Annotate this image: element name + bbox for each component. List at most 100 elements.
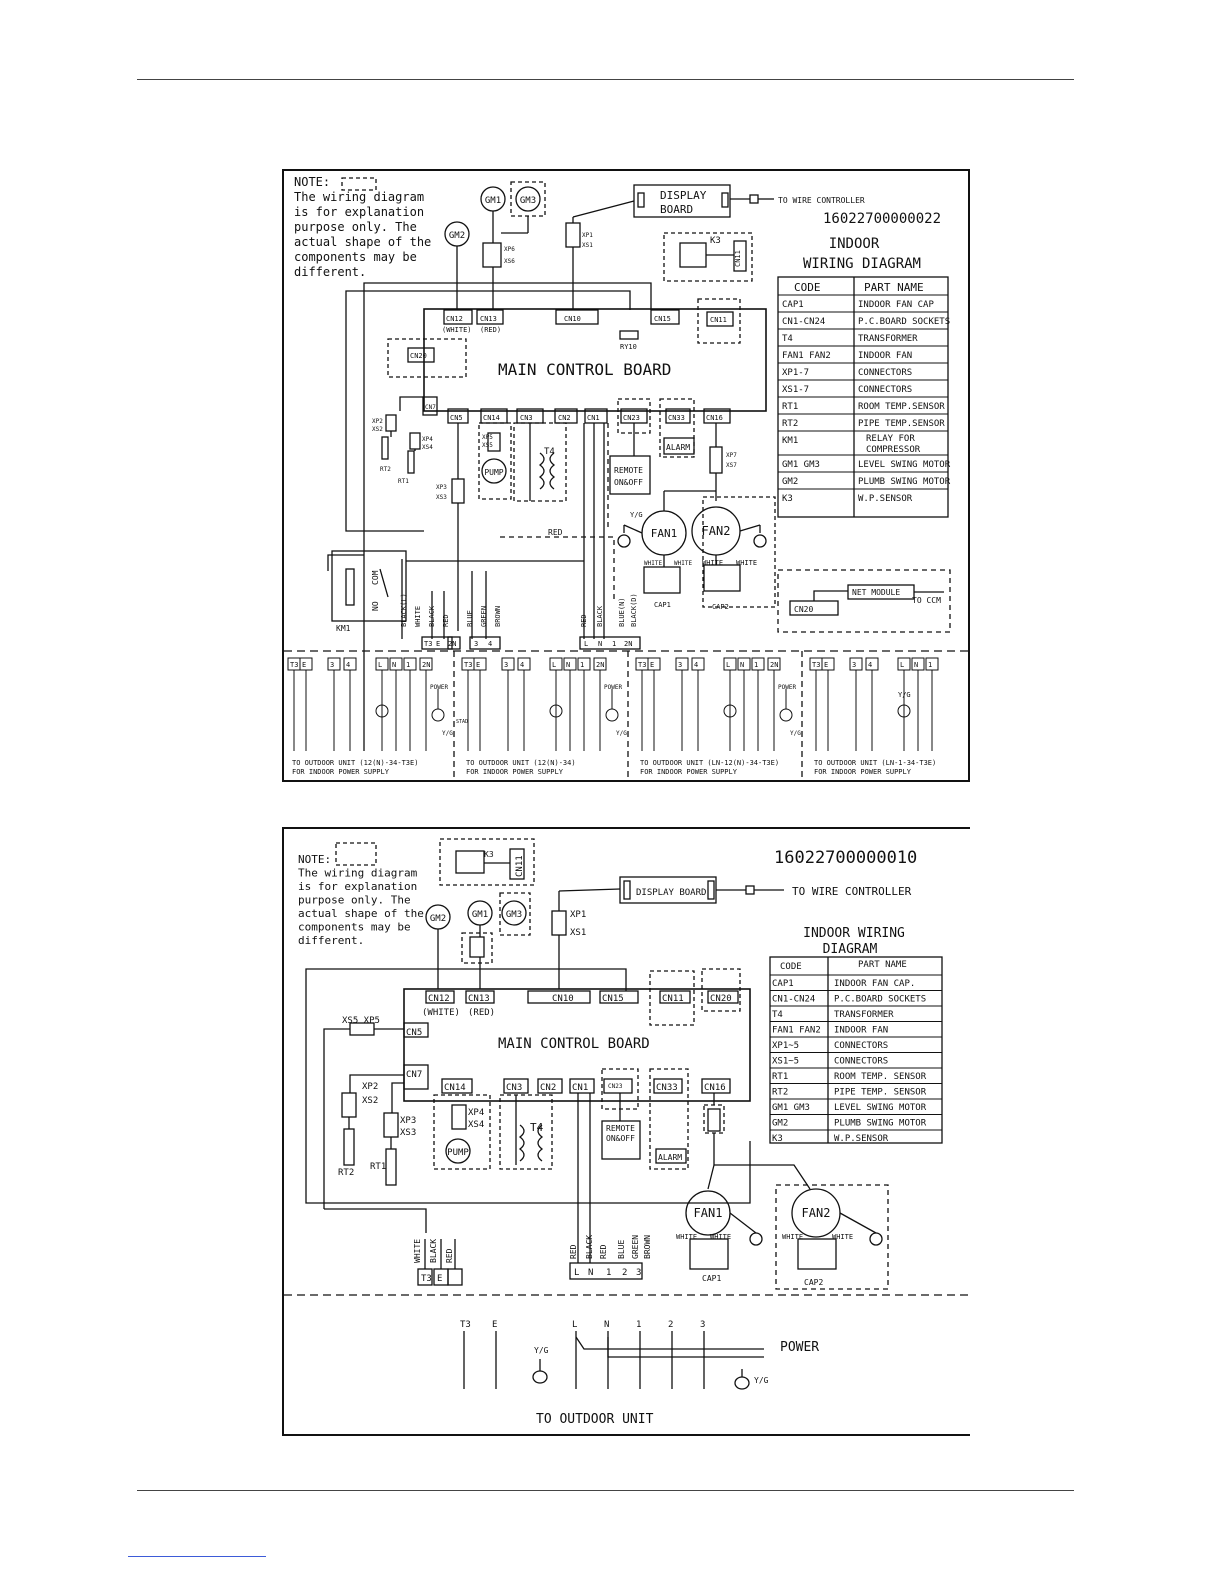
legend-code: CN1-CN24 <box>772 995 815 1005</box>
transformer-label: T4 <box>530 1121 544 1134</box>
k3-socket-label: CN11 <box>734 250 742 267</box>
wire-label: BLUE(N) <box>618 597 626 627</box>
no-label: NO <box>371 601 380 611</box>
socket-label: CN13 <box>468 994 490 1004</box>
connector-label: XS3 <box>436 494 447 501</box>
legend-name: PIPE TEMP.SENSOR <box>858 419 945 429</box>
connector-label: XS4 <box>468 1120 484 1130</box>
rt1-label: RT1 <box>370 1162 386 1172</box>
connector-label: XP5 <box>482 434 493 441</box>
legend-name: CONNECTORS <box>858 368 912 378</box>
com-label: COM <box>371 570 380 585</box>
outdoor-terminal-label: 1 <box>754 661 758 669</box>
connector-label: XP6 <box>504 246 515 253</box>
legend-name: INDOOR FAN <box>858 351 912 361</box>
note-line: NOTE: <box>298 853 331 866</box>
fan2-label: FAN2 <box>702 524 731 538</box>
cn20-label: CN20 <box>410 352 427 360</box>
white-label: WHITE <box>674 560 692 567</box>
legend-name: CONNECTORS <box>834 1057 888 1067</box>
power-label: POWER <box>430 684 448 691</box>
note-line: different. <box>294 265 366 279</box>
legend-name: PLUMB SWING MOTOR <box>834 1119 927 1129</box>
outdoor-terminal-label: 1 <box>406 661 410 669</box>
connector-label: XP2 <box>372 418 383 425</box>
socket-note: (RED) <box>480 326 501 334</box>
outdoor-terminal-label: E <box>302 661 306 669</box>
outdoor-terminal-label: 3 <box>852 661 856 669</box>
socket-label: CN14 <box>444 1083 466 1093</box>
pump-label: PUMP <box>484 468 503 477</box>
outdoor-terminal-label: 3 <box>504 661 508 669</box>
fan1-label: FAN1 <box>651 527 678 540</box>
outdoor-terminal-label: N <box>740 661 744 669</box>
legend-code: K3 <box>772 1134 783 1144</box>
to-wire-controller-label: TO WIRE CONTROLLER <box>778 196 865 205</box>
outdoor-terminal-label: E <box>492 1320 497 1330</box>
outdoor-terminal-label: 1 <box>928 661 932 669</box>
legend-name: INDOOR FAN CAP <box>858 300 934 310</box>
motor-label: GM2 <box>430 914 446 924</box>
yg-label: Y/G <box>630 511 643 519</box>
legend-code: K3 <box>782 494 793 504</box>
to-wire-controller-label: TO WIRE CONTROLLER <box>792 885 912 898</box>
red-wire-label: RED <box>548 528 563 537</box>
socket-note: RY10 <box>620 343 637 351</box>
legend-name: CONNECTORS <box>834 1041 888 1051</box>
white-label: WHITE <box>736 559 757 567</box>
connector-label: XP7 <box>726 452 737 459</box>
power-label: POWER <box>780 1340 819 1355</box>
legend-name: LEVEL SWING MOTOR <box>834 1103 927 1113</box>
display-board-label: DISPLAY BOARD <box>636 888 706 898</box>
connector-label: XS4 <box>422 444 433 451</box>
socket-label: CN12 <box>428 994 450 1004</box>
wire-label: BLACK <box>585 1235 594 1259</box>
outdoor-terminal-label: 3 <box>678 661 682 669</box>
legend-name: INDOOR FAN <box>834 1026 888 1036</box>
wire-label: RED <box>580 614 588 627</box>
power-label: POWER <box>604 684 622 691</box>
outdoor-terminal-label: L <box>900 661 904 669</box>
socket-label: CN20 <box>710 994 732 1004</box>
terminal-label: 1 <box>612 640 616 648</box>
outdoor-terminal-label: T3 <box>464 661 472 669</box>
terminal-label: N <box>598 640 602 648</box>
legend-name: PIPE TEMP. SENSOR <box>834 1088 927 1098</box>
diagram-title: WIRING DIAGRAM <box>803 256 921 272</box>
cap2-label: CAP2 <box>712 603 729 611</box>
socket-label: CN12 <box>446 315 463 323</box>
socket-label: CN11 <box>710 316 727 324</box>
yg-label: Y/G <box>790 730 801 737</box>
motor-label: GM1 <box>472 910 488 920</box>
connector-label: XS5 XP5 <box>342 1016 380 1026</box>
power-label: POWER <box>778 684 796 691</box>
footer-link-underline[interactable] <box>128 1556 266 1557</box>
wire-label: WHITE <box>413 1239 422 1263</box>
note-line: purpose only. The <box>298 894 411 907</box>
outdoor-terminal-label: L <box>572 1320 577 1330</box>
section-caption: TO OUTDOOR UNIT (12(N)-34-T3E) <box>292 759 418 767</box>
motor-label: GM3 <box>506 910 522 920</box>
to-ccm-label: TO CCM <box>912 596 941 605</box>
section-caption: TO OUTDOOR UNIT (12(N)-34) <box>466 759 576 767</box>
section-caption: TO OUTDOOR UNIT (LN-12(N)-34-T3E) <box>640 759 779 767</box>
rt2-label: RT2 <box>338 1168 354 1178</box>
terminal-label: 3 <box>636 1268 641 1278</box>
white-label: WHITE <box>782 1233 803 1241</box>
socket-label: CN23 <box>608 1083 623 1090</box>
socket-note: (WHITE) <box>442 326 472 334</box>
wire-label: BLACK <box>428 605 436 627</box>
connector-label: XP4 <box>468 1108 484 1118</box>
socket-note: (RED) <box>468 1008 495 1018</box>
outdoor-terminal-label: 2N <box>422 661 430 669</box>
legend-code: XS1-7 <box>782 385 809 395</box>
transformer-label: T4 <box>544 447 555 457</box>
white-label: WHITE <box>644 560 662 567</box>
remote-label: ON&OFF <box>614 478 643 487</box>
wire-label: BLACK(L) <box>400 593 408 627</box>
terminal-label: 2 <box>622 1268 627 1278</box>
socket-label: CN1 <box>587 414 600 422</box>
connector-label: XP1 <box>582 232 593 239</box>
